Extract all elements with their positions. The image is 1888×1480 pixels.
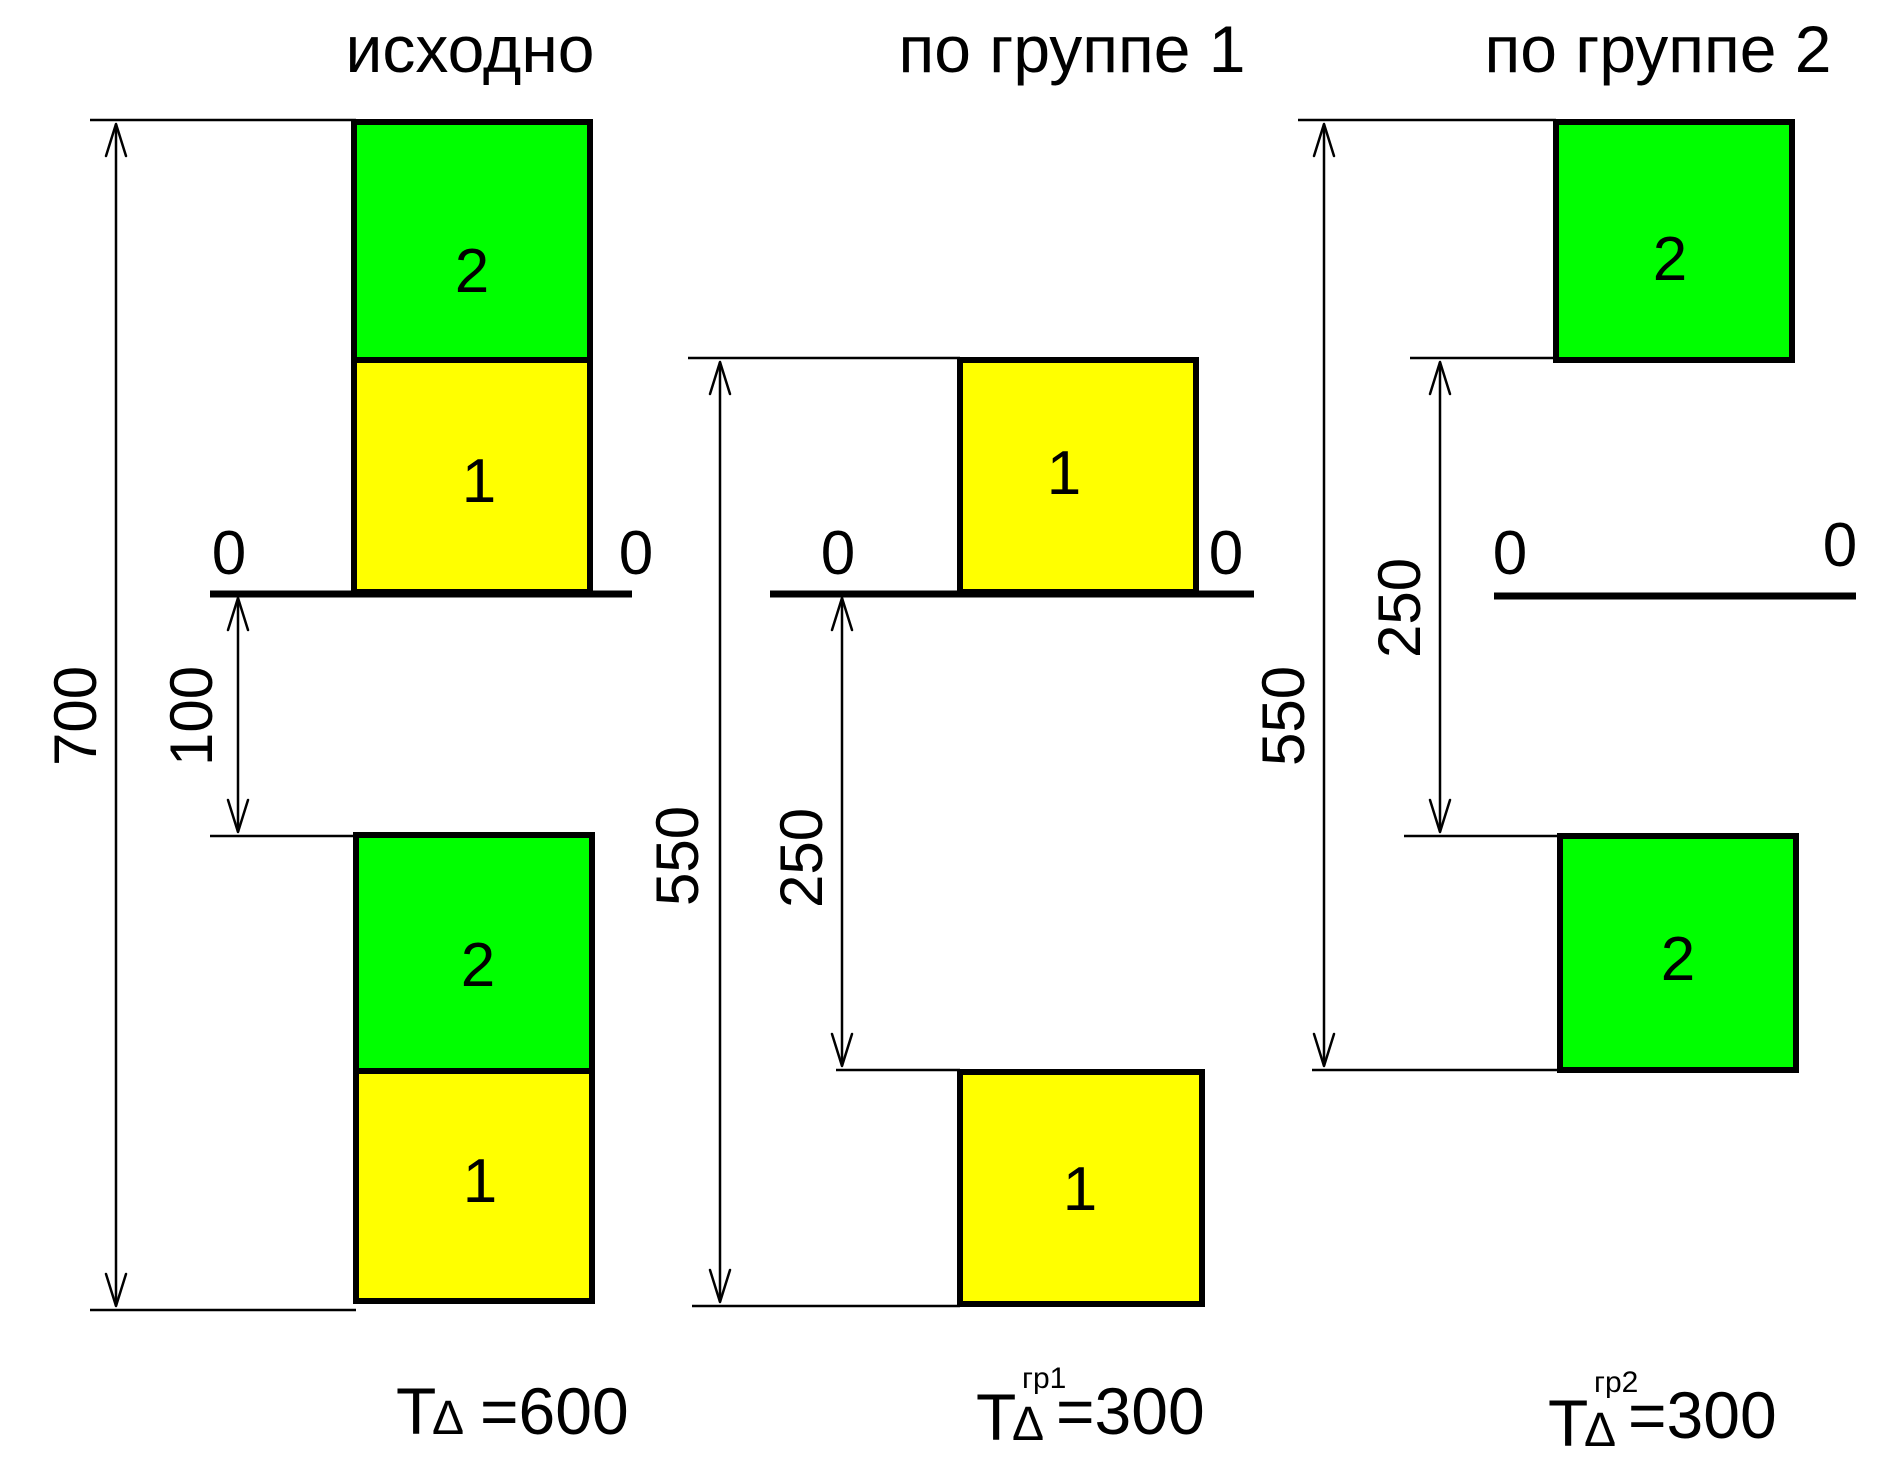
group2-lower-box-label: 2 xyxy=(1661,925,1695,994)
original-formula-delta: Δ xyxy=(432,1392,464,1445)
group2-zero-right: 0 xyxy=(1823,511,1857,580)
group1-formula-value: =300 xyxy=(1056,1374,1205,1448)
group2-dim-total-label: 550 xyxy=(1250,666,1317,766)
group1-formula-delta: Δ xyxy=(1012,1398,1044,1451)
original-dim-gap-arrow-top xyxy=(226,596,250,632)
column-group2-title: по группе 2 xyxy=(1484,12,1831,86)
group1-formula-main: T xyxy=(976,1380,1016,1454)
original-zero-left: 0 xyxy=(212,519,246,588)
column-original-title: исходно xyxy=(345,12,594,86)
group1-lower-box xyxy=(957,1069,1205,1307)
original-upper-box-group2 xyxy=(351,119,593,363)
original-upper-box-group2-label: 2 xyxy=(455,237,489,306)
group1-dim-total-label: 550 xyxy=(644,806,711,906)
original-lower-box-group1-label: 1 xyxy=(463,1147,497,1216)
group2-formula-sup: гр2 xyxy=(1594,1366,1638,1399)
group2-formula-delta: Δ xyxy=(1584,1404,1616,1457)
column-original: исходно 2 1 2 1 0 0 700 100 T Δ = xyxy=(42,12,653,1448)
original-dim-total-arrow-top xyxy=(104,122,128,158)
original-formula-value: =600 xyxy=(480,1374,629,1448)
column-group2: по группе 2 2 2 0 0 550 250 T Δ гр2 =300 xyxy=(1250,12,1857,1460)
original-dim-gap-label: 100 xyxy=(158,666,225,766)
group2-dim-gap-label: 250 xyxy=(1366,558,1433,658)
group1-dim-gap-arrow-bottom xyxy=(830,1032,854,1068)
group2-dim-gap-arrow-bottom xyxy=(1428,798,1452,834)
group1-formula-sup: гр1 xyxy=(1022,1362,1066,1395)
group2-formula-main: T xyxy=(1548,1386,1588,1460)
group2-dim-total-arrow-bottom xyxy=(1312,1032,1336,1068)
group2-formula: T Δ гр2 =300 xyxy=(1548,1366,1777,1460)
group2-upper-box xyxy=(1553,119,1795,363)
group1-formula: T Δ гр1 =300 xyxy=(976,1362,1205,1454)
group1-dim-gap-label: 250 xyxy=(768,808,835,908)
group2-formula-value: =300 xyxy=(1628,1378,1777,1452)
original-dim-total-label: 700 xyxy=(42,666,109,766)
original-upper-box-group1 xyxy=(351,357,593,595)
group2-lower-box xyxy=(1557,833,1799,1073)
group1-dim-gap-arrow-top xyxy=(830,596,854,632)
group2-zero-left: 0 xyxy=(1493,519,1527,588)
group2-upper-box-label: 2 xyxy=(1653,225,1687,294)
group2-dim-total-arrow-top xyxy=(1312,122,1336,158)
group1-upper-box xyxy=(957,357,1199,595)
original-upper-box-group1-label: 1 xyxy=(462,447,496,516)
column-group1: по группе 1 1 1 0 0 550 250 T Δ гр1 =300 xyxy=(644,12,1254,1454)
group2-dim-gap-arrow-top xyxy=(1428,360,1452,396)
original-zero-right: 0 xyxy=(619,519,653,588)
group1-zero-right: 0 xyxy=(1209,519,1243,588)
column-group1-title: по группе 1 xyxy=(898,12,1245,86)
group1-lower-box-label: 1 xyxy=(1063,1155,1097,1224)
group1-upper-box-label: 1 xyxy=(1047,439,1081,508)
original-formula: T Δ =600 xyxy=(396,1374,629,1448)
group1-dim-total-arrow-bottom xyxy=(708,1268,732,1304)
group1-dim-total-arrow-top xyxy=(708,360,732,396)
original-lower-box-group2-label: 2 xyxy=(461,931,495,1000)
original-dim-gap-arrow-bottom xyxy=(226,798,250,834)
original-formula-main: T xyxy=(396,1374,436,1448)
group1-zero-left: 0 xyxy=(821,519,855,588)
original-dim-total-arrow-bottom xyxy=(104,1272,128,1308)
original-lower-box-group1 xyxy=(353,1068,595,1304)
